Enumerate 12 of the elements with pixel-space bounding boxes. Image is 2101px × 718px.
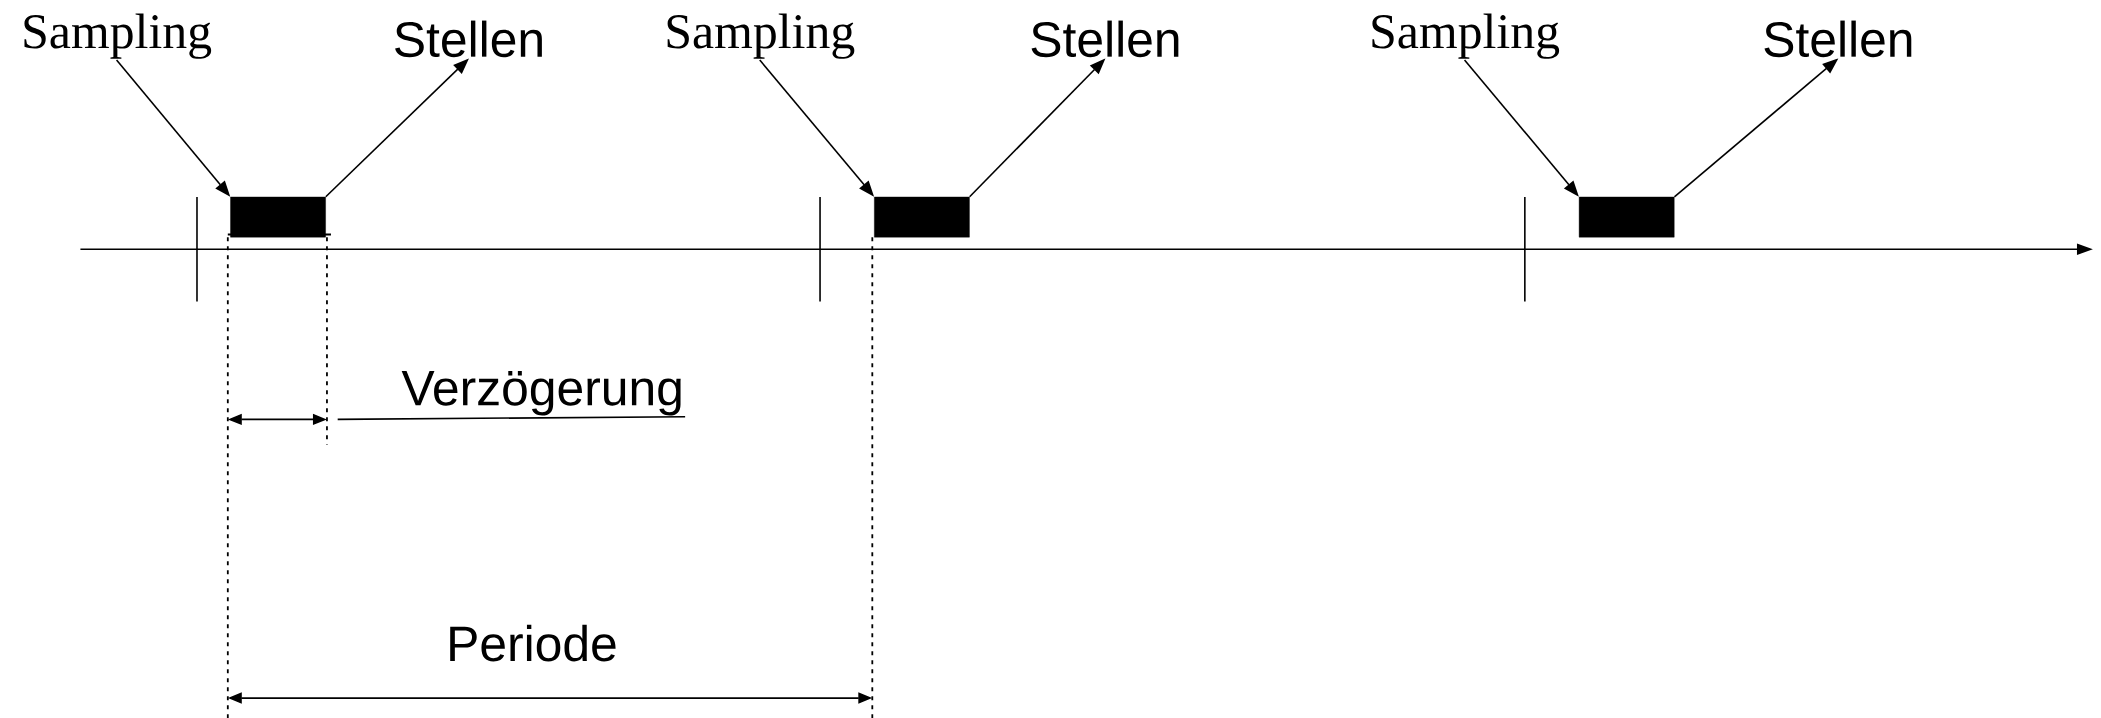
event-label: Sampling (1372, 13, 1560, 59)
bar-marker (874, 196, 970, 238)
event-label: Stellen (1031, 20, 1179, 58)
bar-marker (1578, 196, 1675, 238)
event-label: Sampling (667, 13, 855, 59)
bar-marker (230, 196, 326, 238)
leader-line (336, 415, 686, 421)
event-label: Stellen (1764, 20, 1912, 58)
dimension-label: Periode (450, 624, 616, 662)
event-label: Stellen (395, 20, 542, 58)
event-label: Sampling (24, 13, 212, 59)
dimension-label: Verzögerung (401, 370, 681, 416)
